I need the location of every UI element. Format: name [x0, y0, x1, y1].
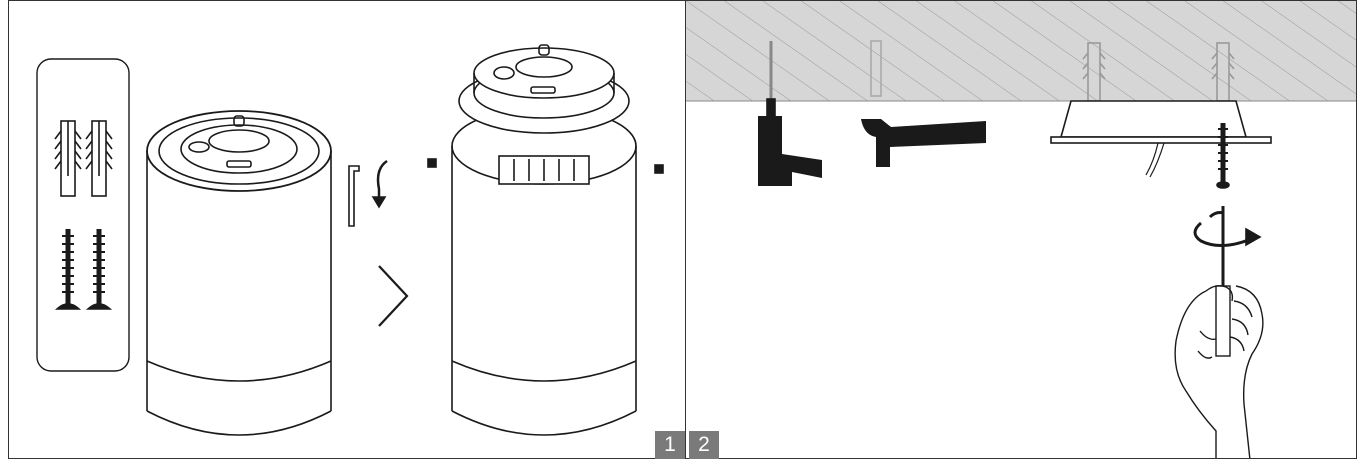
step-1-illustration	[36, 44, 664, 436]
next-step-chevron-icon	[378, 265, 409, 327]
step-2-illustration	[686, 1, 1356, 458]
grub-screw-icon-2	[654, 164, 664, 174]
step-2-panel	[686, 0, 1357, 459]
wall-plug-icon	[54, 120, 82, 197]
cylinder-light-icon-2	[451, 44, 637, 436]
step-number-badge-1: 1	[655, 431, 685, 459]
drill-icon	[758, 41, 822, 186]
wall-plug-icon-2	[85, 120, 113, 197]
rotate-arrow-icon	[371, 159, 388, 209]
grub-screw-icon	[427, 158, 437, 168]
ceiling-icon	[686, 1, 1356, 102]
screw-icon	[54, 229, 82, 310]
step-number-badge-2: 2	[689, 431, 719, 459]
mounting-plate-icon	[180, 115, 298, 174]
hammer-icon	[861, 40, 986, 167]
step-1-panel	[8, 0, 686, 459]
screw-icon	[1216, 123, 1230, 189]
screw-icon-2	[85, 229, 113, 310]
mounting-plate-icon-2	[458, 44, 630, 134]
cylinder-light-icon	[146, 110, 332, 436]
parts-box	[36, 58, 130, 372]
hand-screwdriver-icon	[1174, 206, 1264, 458]
rotate-arrow-icon	[1193, 211, 1262, 247]
mounting-plate-icon	[1050, 100, 1272, 178]
allen-key-icon	[348, 165, 360, 227]
